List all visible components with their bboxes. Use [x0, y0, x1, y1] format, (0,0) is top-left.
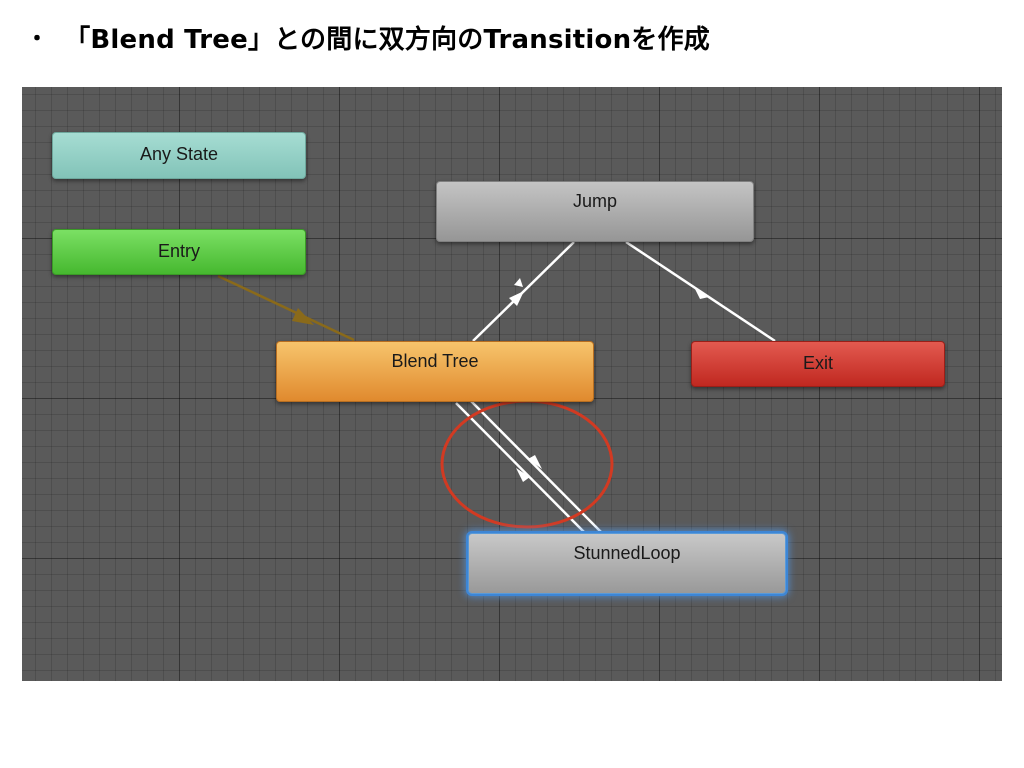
- state-stunned-loop[interactable]: StunnedLoop: [468, 533, 786, 594]
- transition-arrow-jump-to-exit: [694, 287, 709, 299]
- state-any-state[interactable]: Any State: [52, 132, 306, 179]
- state-label: Entry: [157, 240, 200, 261]
- state-jump[interactable]: Jump: [436, 181, 754, 242]
- state-exit[interactable]: Exit: [691, 341, 945, 387]
- transition-arrow-stunned-loop-to-blend-tree: [528, 455, 542, 469]
- state-label: StunnedLoop: [573, 543, 681, 563]
- transition-entry-to-blend-tree[interactable]: [217, 274, 355, 342]
- transition-blend-tree-to-stunned-loop[interactable]: [455, 402, 586, 534]
- transition-stunned-loop-to-blend-tree[interactable]: [468, 398, 603, 534]
- state-entry[interactable]: Entry: [52, 229, 306, 275]
- state-blend-tree[interactable]: Blend Tree: [276, 341, 594, 402]
- transition-layer: [217, 240, 776, 534]
- transition-arrow-blend-tree-to-stunned-loop: [516, 468, 530, 482]
- transition-arrow-blend-tree-to-jump: [514, 278, 523, 287]
- animator-graph-canvas[interactable]: Any State Entry Jump Blend Tree Exit Stu…: [22, 87, 1002, 681]
- state-label: Jump: [572, 191, 617, 211]
- transition-arrow-blend-tree-to-jump-head: [509, 291, 524, 306]
- highlight-circle: [440, 399, 614, 529]
- slide-heading: ・ 「Blend Tree」との間に双方向のTransitionを作成: [26, 17, 710, 57]
- transition-arrow-entry-to-blend-tree: [292, 308, 314, 325]
- state-label: Exit: [802, 352, 833, 373]
- heading-text: 「Blend Tree」との間に双方向のTransitionを作成: [64, 24, 710, 55]
- state-label: Any State: [139, 144, 219, 164]
- bullet-point: ・: [26, 27, 49, 52]
- state-label: Blend Tree: [391, 351, 479, 371]
